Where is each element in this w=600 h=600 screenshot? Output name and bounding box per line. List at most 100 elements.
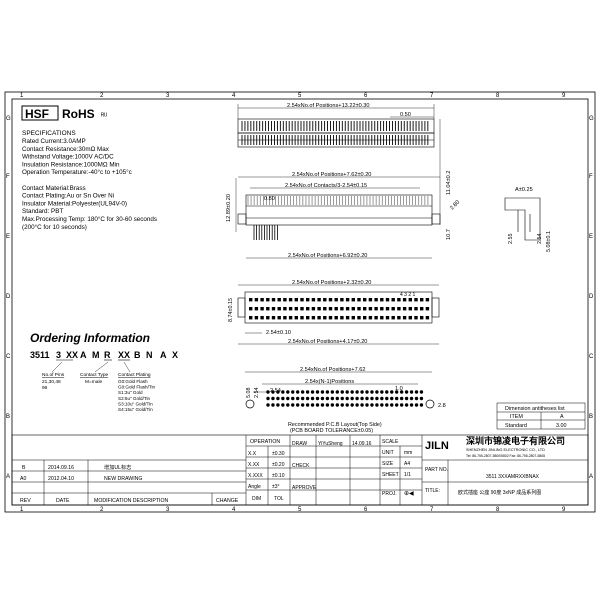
bottom-view-dims [238, 284, 439, 345]
pcb-hole [350, 396, 354, 401]
pcb-hole [335, 403, 339, 407]
pin-square [414, 298, 418, 302]
pin-square [288, 307, 293, 311]
pcb-hole [340, 396, 344, 401]
pin-square [380, 316, 384, 320]
title-block-text: 1/1 [404, 472, 411, 478]
spec-line: Operation Temperature:-40°c to +105°c [22, 168, 132, 176]
pcb-hole [350, 390, 354, 394]
pcb-hole [330, 396, 335, 401]
pin-square [374, 316, 378, 320]
pcb-hole [315, 396, 320, 401]
dim-874: 8.74±0.15 [228, 298, 234, 322]
spec-line: Standard: PBT [22, 208, 63, 215]
pin-square [363, 307, 367, 311]
dim-280: 2.80 [449, 199, 461, 211]
pin-square [266, 298, 270, 302]
grid-col-label: 5 [298, 93, 302, 99]
title-block-text: SIZE [382, 461, 394, 467]
pin-square [385, 307, 390, 311]
spec-line: Insulator Material:Polyester(UL94V-0) [22, 200, 127, 207]
title-block-text: A4 [404, 461, 410, 467]
pin-square [391, 307, 395, 311]
grid-col-label: 7 [430, 507, 434, 513]
pcb-hole [305, 403, 310, 407]
ordering-title: Ordering Information [30, 331, 150, 345]
spec-line: Contact Material:Brass [22, 185, 86, 192]
pin-square [254, 316, 259, 320]
pcb-hole [266, 403, 270, 407]
tol-dim: X.XXX [248, 473, 263, 479]
pcb-hole [365, 396, 369, 401]
pin-square [340, 298, 344, 302]
ordering-code-part: A [160, 350, 167, 360]
title-block-text: REV [20, 498, 31, 504]
pin-square [317, 316, 321, 320]
dim-050: 0.50 [400, 112, 411, 118]
bottom-view-pins [249, 298, 430, 320]
dim-right-height: 11.04±0.2 [446, 171, 452, 195]
pcb-hole [380, 396, 384, 401]
pcb-hole [300, 403, 305, 407]
grid-col-label: 1 [20, 507, 24, 513]
pcb-hole [385, 390, 389, 394]
pin-square [277, 298, 281, 302]
pin-square [323, 307, 327, 311]
pcb-hole [320, 403, 325, 407]
pcb-hole [390, 390, 394, 394]
title-block-text: APPROVE [292, 485, 317, 491]
pcb-hole [325, 403, 330, 407]
top-view-contacts [241, 121, 429, 145]
pin-square [254, 307, 259, 311]
plating-label: Contact Plating [118, 372, 151, 378]
pcb-hole [409, 396, 414, 401]
pin-square [323, 298, 327, 302]
pin-square [420, 298, 424, 302]
pin-square [249, 316, 253, 320]
pin-square [283, 298, 287, 302]
pin-square [249, 307, 253, 311]
pin-square [402, 316, 407, 320]
pin-square [271, 298, 276, 302]
leader-line [123, 361, 131, 373]
pin-square [266, 316, 270, 320]
pcb-hole [414, 403, 419, 407]
pcb-hole [414, 396, 419, 401]
pcb-hole [315, 403, 320, 407]
pin-square [402, 307, 407, 311]
pcb-hole [385, 396, 389, 401]
pcb-hole [296, 390, 300, 394]
spec-line: Contact Resistance:30mΩ Max [22, 146, 110, 153]
grid-col-label: 9 [562, 507, 566, 513]
pin-square [306, 307, 310, 311]
pin-square [277, 316, 281, 320]
pin-square [300, 298, 304, 302]
dim-pcb-28: 2.8 [438, 403, 446, 409]
pin-square [311, 298, 316, 302]
title-block-frame [11, 434, 589, 506]
pcb-hole [335, 390, 339, 394]
pcb-hole [365, 403, 369, 407]
tol-value: ±0.30 [272, 451, 285, 457]
hsf-rohs-logo: HSF RoHS ᴿᵁ [21, 105, 107, 121]
pin-square [425, 316, 430, 320]
top-dim-lines [237, 104, 441, 225]
pcb-hole [385, 403, 389, 407]
pcb-hole [419, 390, 424, 394]
pin-square [288, 316, 293, 320]
pin-square [357, 316, 361, 320]
pcb-hole [286, 396, 290, 401]
hsf-logo-text: HSF [25, 107, 49, 121]
title-block-text: mm [404, 450, 412, 456]
dim-table-title: Dimension antitheses list [505, 406, 565, 412]
ordering-code-part: M [92, 350, 100, 360]
pcb-hole [370, 396, 374, 401]
pin-square [340, 316, 344, 320]
pin-square [294, 316, 298, 320]
pins-values: 96 [42, 385, 48, 391]
pin-square [328, 298, 333, 302]
pcb-hole [399, 390, 404, 394]
ordering-code-part: B [134, 350, 141, 360]
